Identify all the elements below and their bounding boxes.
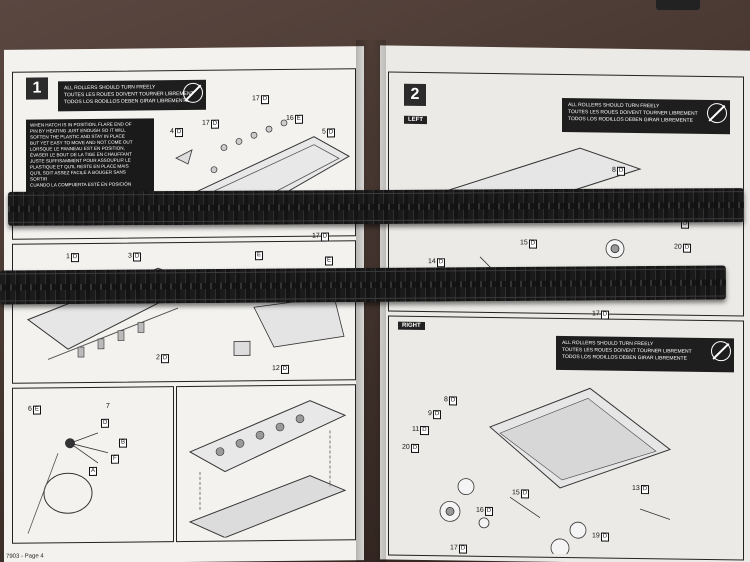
part-12-drawing	[233, 296, 345, 356]
tank-track-upper	[7, 188, 745, 226]
label-B: B	[118, 438, 128, 448]
label-E: E	[254, 251, 264, 261]
instruction-page-right: 2 LEFT ALL ROLLERS SHOULD TURN FREELY TO…	[380, 45, 750, 562]
right-header: RIGHT	[398, 321, 425, 331]
label-A: A	[88, 466, 98, 476]
left-header: LEFT	[404, 115, 427, 125]
warning-box-2: ALL ROLLERS SHOULD TURN FREELY TOUTES LE…	[556, 335, 734, 373]
hull-drawing-middle	[26, 267, 200, 360]
label-E2: E	[324, 256, 334, 266]
step-number: 2	[404, 83, 426, 107]
right-hull-drawing	[439, 387, 672, 557]
warning-box: ALL ROLLERS SHOULD TURN FREELY TOUTES LE…	[562, 97, 730, 135]
no-hand-icon	[711, 341, 731, 362]
note-line: CUANDO LA COMPUERTA ESTÉ EN POSICIÓN	[30, 181, 132, 188]
dark-object	[656, 0, 700, 10]
warning-line: TODOS LOS RODILLOS DEBEN GIRAR LIBREMENT…	[568, 116, 693, 124]
label-F: F	[110, 454, 119, 464]
step-number: 1	[26, 77, 48, 100]
page-footer: 7903 - Page 4	[6, 553, 44, 560]
hatch-detail-drawing	[27, 432, 109, 534]
no-hand-icon	[707, 102, 727, 124]
hatch-note: WHEN HATCH IS IN POSITION, FLARE END OF …	[26, 118, 154, 198]
hull-bottom-drawing	[188, 400, 347, 539]
label-7: 7	[106, 402, 110, 410]
label-D: D	[100, 418, 110, 428]
tank-track-lower	[0, 265, 727, 305]
